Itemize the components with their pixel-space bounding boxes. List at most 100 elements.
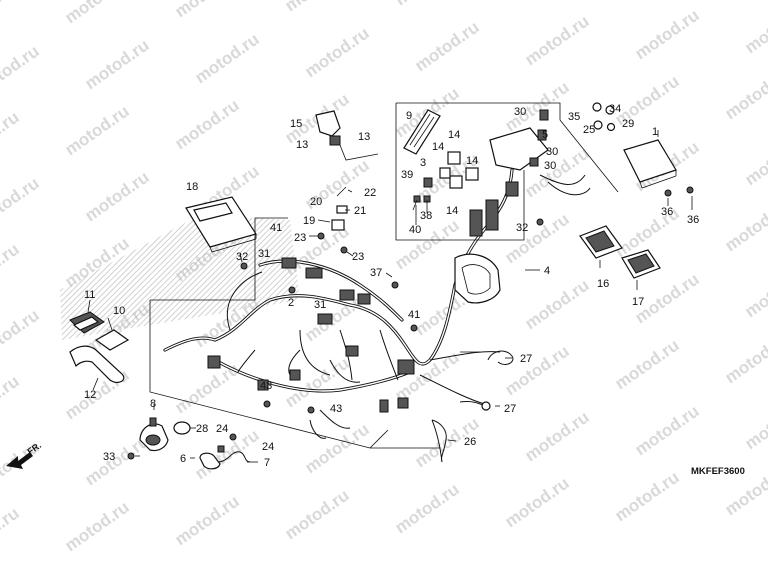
callout-17: 17	[632, 296, 644, 308]
watermark-text: motod.ru	[521, 275, 592, 333]
callout-12: 12	[84, 389, 96, 401]
callout-41b: 41	[408, 309, 420, 321]
callout-15: 15	[290, 118, 302, 130]
callout-labels: 1 2 3 4 5 6 7 8 9 10 11 12 13 13 14 14 1…	[84, 103, 699, 469]
callout-27a: 27	[520, 353, 532, 365]
grommet	[173, 421, 191, 435]
callout-28: 28	[196, 423, 208, 435]
watermark-text: motod.ru	[391, 215, 462, 273]
watermark-text: motod.ru	[741, 0, 768, 57]
watermark-text: motod.ru	[501, 0, 572, 3]
callout-41a: 41	[270, 222, 282, 234]
watermark-text: motod.ru	[281, 485, 352, 543]
callout-5: 5	[542, 129, 548, 141]
callout-16: 16	[597, 278, 609, 290]
watermark-text: motod.ru	[501, 77, 572, 135]
bracket-12	[69, 345, 125, 384]
callout-2: 2	[288, 297, 294, 309]
watermark-text: motod.ru	[721, 65, 768, 123]
relay-cluster	[413, 151, 479, 203]
connector-cover-16	[579, 225, 623, 259]
watermark-text: motod.ru	[391, 0, 462, 9]
watermark-text: motod.ru	[171, 95, 242, 153]
watermark-text: motod.ru	[611, 467, 682, 525]
watermark-text: motod.ru	[741, 263, 768, 321]
diagram-code: MKFEF3600	[691, 466, 745, 477]
callout-31a: 31	[258, 248, 270, 260]
junction-housing	[454, 253, 501, 304]
watermark-text: motod.ru	[611, 335, 682, 393]
callout-14d: 14	[446, 205, 458, 217]
watermark-text: motod.ru	[0, 0, 23, 33]
callout-37: 37	[370, 267, 382, 279]
watermark-text: motod.ru	[631, 401, 702, 459]
callout-20: 20	[310, 196, 322, 208]
callout-43a: 43	[260, 380, 272, 392]
callout-36a: 36	[661, 206, 673, 218]
watermark-text: motod.ru	[501, 209, 572, 267]
callout-30b: 30	[546, 146, 558, 158]
horn	[127, 417, 169, 460]
callout-23b: 23	[352, 251, 364, 263]
callout-4: 4	[544, 265, 550, 277]
watermark-text: motod.ru	[0, 371, 23, 429]
callout-9: 9	[406, 110, 412, 122]
leader-lines	[87, 102, 693, 463]
callout-14b: 14	[432, 141, 444, 153]
fuse-box	[403, 109, 441, 155]
callout-35: 35	[568, 111, 580, 123]
watermark-text: motod.ru	[631, 5, 702, 63]
callout-14a: 14	[448, 129, 460, 141]
watermark-text: motod.ru	[0, 239, 23, 297]
shaded-area	[60, 215, 300, 340]
callout-43b: 43	[330, 403, 342, 415]
watermark-text: motod.ru	[521, 11, 592, 69]
callout-25: 25	[583, 124, 595, 136]
watermark-text: motod.ru	[0, 107, 23, 165]
watermark-text: motod.ru	[741, 395, 768, 453]
callout-8: 8	[150, 398, 156, 410]
control-module	[623, 139, 694, 197]
watermark-text: motod.ru	[281, 0, 352, 15]
watermark-text: motod.ru	[721, 197, 768, 255]
connector-cover-17	[621, 249, 661, 279]
screw-assembly	[317, 186, 348, 254]
watermark-text: motod.ru	[61, 497, 132, 555]
watermark-text: motod.ru	[741, 131, 768, 189]
callout-34: 34	[609, 103, 621, 115]
callout-19: 19	[303, 215, 315, 227]
watermark-text: motod.ru	[521, 407, 592, 465]
callout-10: 10	[113, 305, 125, 317]
callout-24b: 24	[262, 441, 274, 453]
callout-23a: 23	[294, 232, 306, 244]
watermark-text: motod.ru	[0, 41, 43, 99]
watermark-text: motod.ru	[191, 29, 262, 87]
coupler-10-11	[69, 311, 130, 351]
callout-6: 6	[180, 453, 186, 465]
callout-38: 38	[420, 210, 432, 222]
watermark-text: motod.ru	[61, 101, 132, 159]
watermark-text: motod.ru	[721, 329, 768, 387]
callout-3: 3	[420, 157, 426, 169]
watermark-text: motod.ru	[501, 341, 572, 399]
watermark-text: motod.ru	[81, 35, 152, 93]
callout-31b: 31	[314, 299, 326, 311]
callout-13a: 13	[358, 131, 370, 143]
callout-32a: 32	[236, 251, 248, 263]
lower-sensor	[199, 445, 251, 470]
callout-7: 7	[264, 457, 270, 469]
callout-30c: 30	[544, 160, 556, 172]
watermark-text: motod.ru	[0, 173, 43, 231]
watermark-text: motod.ru	[0, 503, 23, 561]
clamps	[459, 350, 514, 411]
watermark-text: motod.ru	[61, 0, 132, 27]
callout-11: 11	[84, 289, 95, 301]
main-wire-harness	[163, 168, 514, 439]
callout-29: 29	[622, 118, 634, 130]
callout-14c: 14	[466, 155, 478, 167]
watermark-text: motod.ru	[171, 491, 242, 549]
callout-36b: 36	[687, 214, 699, 226]
callout-18: 18	[186, 181, 198, 193]
callout-40: 40	[409, 224, 421, 236]
